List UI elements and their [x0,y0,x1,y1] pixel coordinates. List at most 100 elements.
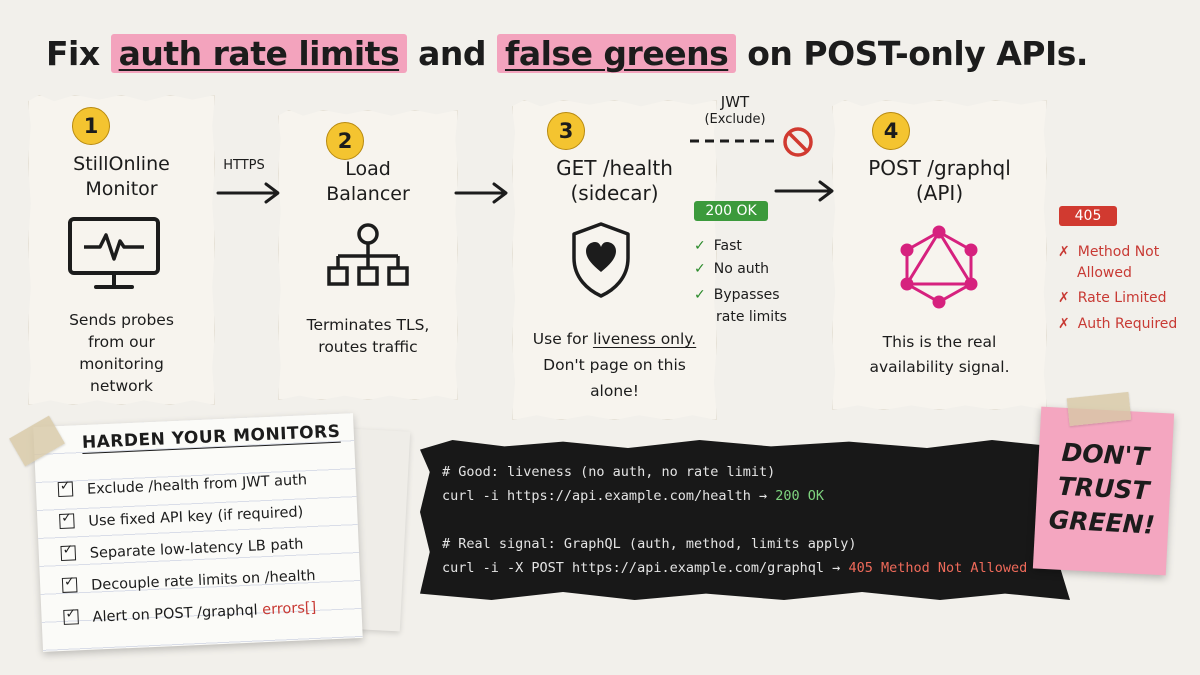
jwt-label-line: (Exclude) [704,112,766,127]
checkbox-icon [61,577,78,593]
step-title: GET /health (sidecar) [512,156,717,206]
checklist-item: Separate low-latency LB path [60,535,304,563]
checklist-text: Use fixed API key (if required) [88,504,304,530]
status-badge-405: 405 [1059,206,1117,226]
title-prefix: Fix [46,34,100,73]
checklist-item: Alert on POST /graphql errors[] [63,599,317,627]
checkbox-icon [63,609,79,625]
arrow-icon [454,182,508,204]
desc-line: from our [88,333,155,351]
terminal-arrow: → [759,488,768,504]
bullet-text: rate limits [716,309,787,325]
step-number-badge: 1 [72,107,110,145]
dont-trust-green-sticky: DON'T TRUST GREEN! [1032,406,1175,576]
jwt-exclude-label: JWT (Exclude) [690,94,780,128]
terminal-result-error: 405 Method Not Allowed [848,560,1028,576]
checkbox-icon [59,513,75,530]
bullet-text: Fast [713,238,742,254]
step-title-line: POST /graphql [868,156,1011,180]
page-title: Fix auth rate limits and false greens on… [46,34,1088,73]
step-title-line: (API) [915,181,964,205]
step-title-line: Monitor [85,178,158,200]
desc-prefix: Use for [532,330,588,348]
desc-line: Don't page on this [543,356,686,374]
checklist-text: Alert on POST /graphql [92,602,258,626]
harden-monitors-checklist: HARDEN YOUR MONITORS Exclude /health fro… [33,413,363,652]
desc-line: monitoring [79,355,164,373]
bullet-text: No auth [713,261,770,277]
terminal-comment: # Real signal: GraphQL (auth, method, li… [442,536,857,552]
checklist-text: Decouple rate limits on /health [90,567,316,594]
desc-line: network [90,377,153,395]
desc-emphasis: liveness only. [592,330,697,348]
arrow-icon [774,180,834,202]
step-number-badge: 3 [547,112,585,150]
bullet-text: Bypasses [713,287,780,303]
checklist-text: Separate low-latency LB path [89,536,304,562]
step-title-line: GET /health [556,156,673,180]
terminal-snippet: # Good: liveness (no auth, no rate limit… [420,440,1070,600]
arrow-icon [216,182,280,204]
desc-line: routes traffic [318,338,418,356]
bullet-text: Allowed [1077,265,1132,281]
checkbox-icon [57,481,74,498]
terminal-arrow: → [832,560,841,576]
no-entry-icon [783,127,813,157]
desc-line: alone! [590,382,639,400]
step-card-health: 3 GET /health (sidecar) Use for liveness… [512,100,717,420]
bullet-text: Rate Limited [1077,290,1167,306]
checkbox-icon [60,545,77,561]
terminal-command: curl -i https://api.example.com/health →… [442,488,824,504]
checklist-text: Exclude /health from JWT auth [86,472,308,498]
shield-heart-icon [572,222,630,298]
sticky-text: DON'T TRUST GREEN! [1035,435,1173,544]
checklist-item: Exclude /health from JWT auth [57,471,308,499]
dashed-connector [690,139,776,143]
health-bullet: rate limits [716,309,787,325]
api-error-bullet: ✗Auth Required [1058,316,1178,332]
api-error-bullet: ✗Method Not [1058,244,1160,260]
step-number-badge: 2 [326,122,364,160]
monitor-heartbeat-icon [68,217,160,289]
step-number-badge: 4 [872,112,910,150]
terminal-command-text: curl -i https://api.example.com/health [442,488,751,504]
terminal-comment: # Good: liveness (no auth, no rate limit… [442,464,776,480]
terminal-result-ok: 200 OK [775,488,825,504]
step-card-load-balancer: 2 Load Balancer Terminates TLS, routes t… [278,110,458,400]
https-label: HTTPS [223,158,265,173]
bullet-text: Method Not [1077,244,1160,260]
terminal-command: curl -i -X POST https://api.example.com/… [442,560,1027,576]
health-bullet: ✓Bypasses [694,287,780,303]
network-tree-icon [327,223,409,286]
desc-line: This is the real [882,333,997,351]
jwt-label-line: JWT [720,93,750,111]
step-card-graphql: 4 POST /graphql (API) This is the real a… [832,100,1047,410]
step-title: POST /graphql (API) [832,156,1047,206]
health-bullet: ✓No auth [694,261,770,277]
desc-line: Terminates TLS, [306,316,430,334]
desc-line: availability signal. [869,358,1010,376]
desc-line: Sends probes [69,311,174,329]
title-middle: and [418,34,486,73]
checklist-item: Use fixed API key (if required) [59,503,304,531]
status-badge-200: 200 OK [694,201,768,221]
title-suffix: on POST-only APIs. [747,34,1088,73]
step-description: This is the real availability signal. [832,330,1047,380]
graphql-icon [900,225,978,309]
step-title: StillOnline Monitor [28,152,215,202]
bullet-text: Auth Required [1077,316,1178,332]
step-description: Terminates TLS, routes traffic [278,314,458,358]
title-highlight-auth: auth rate limits [110,34,408,73]
step-title-line: (sidecar) [570,181,659,205]
checklist-heading: HARDEN YOUR MONITORS [81,421,341,453]
step-description: Sends probes from our monitoring network [28,309,215,397]
terminal-command-text: curl -i -X POST https://api.example.com/… [442,560,825,576]
step-description: Use for liveness only. Don't page on thi… [512,326,717,404]
title-highlight-greens: false greens [496,34,737,73]
api-error-bullet: Allowed [1077,265,1132,281]
desc-line: Use for liveness only. [512,326,717,352]
step-title-line: Balancer [326,183,410,205]
sticky-line: GREEN! [1048,505,1156,540]
step-title-line: StillOnline [73,153,170,175]
step-card-monitor: 1 StillOnline Monitor Sends probes from … [28,95,215,405]
